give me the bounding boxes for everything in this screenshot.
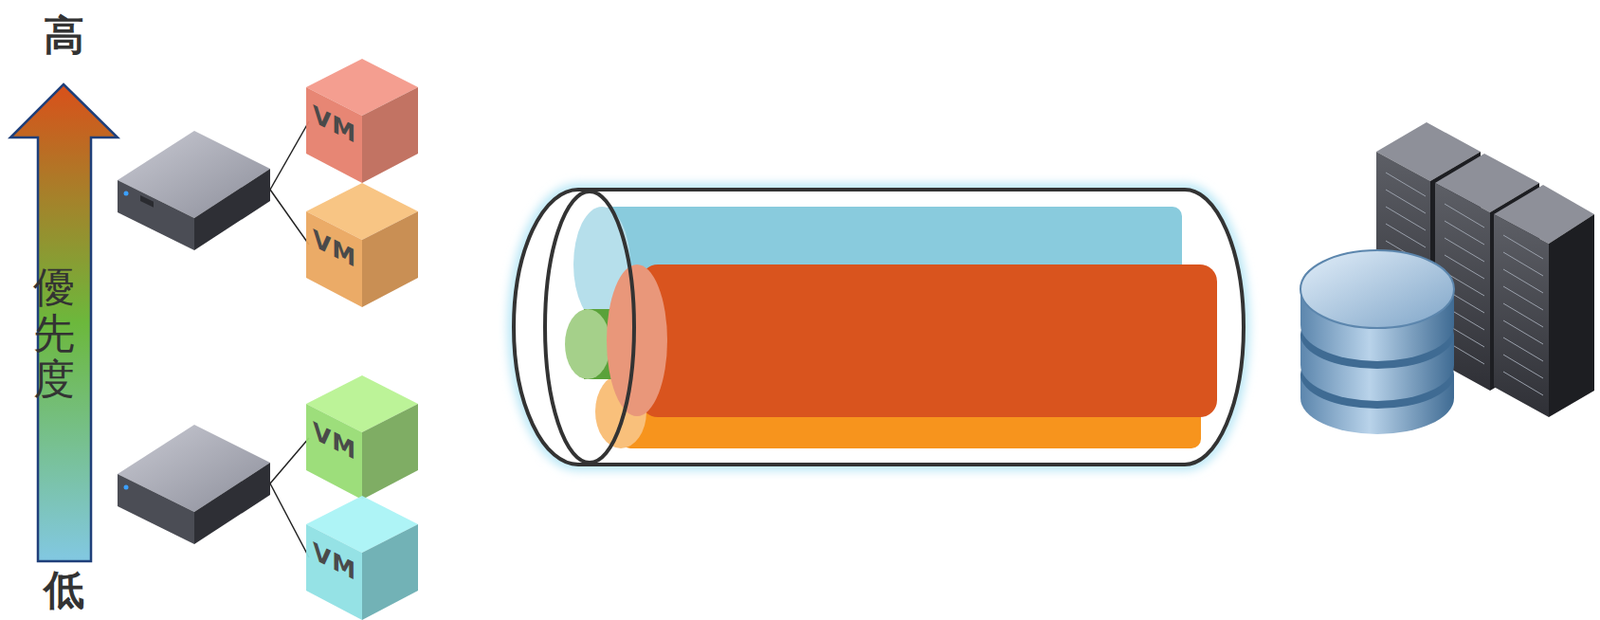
network-pipe: [513, 189, 1244, 465]
vm-cube: VM: [306, 495, 419, 620]
vm-cube: VM: [306, 182, 419, 308]
low-label: 低: [43, 563, 85, 619]
high-label: 高: [43, 8, 85, 64]
vm-cube: VM: [306, 58, 419, 183]
host-server: [117, 424, 310, 558]
host-server: [117, 121, 310, 251]
vm-cube: VM: [306, 375, 419, 500]
priority-arrow: [10, 84, 118, 562]
rack-slot: [1503, 371, 1544, 396]
priority-label: 優先度: [33, 264, 75, 402]
database-stack: [1300, 250, 1455, 435]
